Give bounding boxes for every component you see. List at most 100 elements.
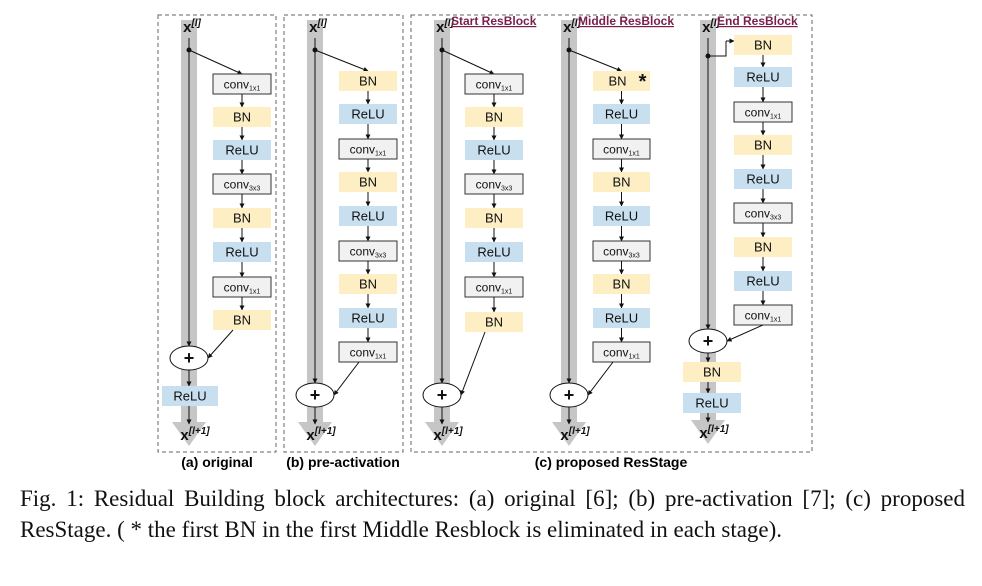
kernel-size: 3x3 bbox=[770, 215, 781, 222]
x-symbol: x bbox=[433, 427, 442, 444]
branch-arrow bbox=[568, 49, 622, 72]
kernel-size: 1x1 bbox=[249, 86, 260, 93]
merge-arrow bbox=[460, 331, 486, 396]
layer-1-box bbox=[339, 71, 397, 91]
highway-arrowhead bbox=[691, 420, 725, 444]
branch-arrow bbox=[441, 49, 495, 75]
layer-2-label: BN bbox=[485, 110, 503, 125]
plus-icon: + bbox=[310, 385, 321, 405]
plus-icon: + bbox=[564, 385, 575, 405]
x-superscript: [l] bbox=[190, 18, 201, 29]
frame-resstage bbox=[410, 14, 813, 453]
layer-7-label: BN bbox=[359, 277, 377, 292]
frame-original bbox=[157, 14, 277, 453]
x-superscript: [l] bbox=[316, 18, 327, 29]
layer-8-label: ReLU bbox=[746, 274, 779, 289]
layer-9-box bbox=[338, 341, 398, 363]
x-symbol: x bbox=[309, 19, 318, 36]
input-x-label: x[l] bbox=[436, 18, 454, 36]
layer-1-label: BN bbox=[754, 38, 772, 53]
figure-caption: Fig. 1: Residual Building block architec… bbox=[20, 486, 965, 542]
x-symbol: x bbox=[560, 427, 569, 444]
layer-6-label: ReLU bbox=[477, 245, 510, 260]
branch-arrow bbox=[314, 49, 369, 72]
layer-2-box bbox=[465, 107, 523, 127]
layer-7-label: BN bbox=[754, 240, 772, 255]
layer-4-box bbox=[734, 135, 792, 155]
kernel-size: 3x3 bbox=[501, 186, 512, 193]
layer-1-label: BN bbox=[359, 74, 377, 89]
layer-8-box bbox=[734, 271, 792, 291]
layer-2-label: ReLU bbox=[351, 107, 384, 122]
layer-5-label: ReLU bbox=[605, 209, 638, 224]
x-superscript: [l+1] bbox=[314, 426, 337, 437]
layer-8-box bbox=[593, 308, 650, 328]
layer-8-label: ReLU bbox=[351, 311, 384, 326]
layer-2-box bbox=[734, 67, 792, 87]
plus-icon: + bbox=[184, 348, 195, 368]
layer-4-label: BN bbox=[754, 138, 772, 153]
post-add-1-label: ReLU bbox=[173, 389, 206, 404]
post-add-2-label: ReLU bbox=[695, 396, 728, 411]
highway-arrowhead bbox=[298, 422, 332, 446]
post-add-1-box bbox=[683, 362, 741, 382]
post-add-2-box bbox=[683, 393, 741, 413]
layer-4-label: BN bbox=[612, 175, 630, 190]
layer-2-box bbox=[339, 104, 397, 124]
layer-1-box bbox=[734, 35, 792, 55]
x-superscript: [l+1] bbox=[707, 424, 730, 435]
kernel-size: 3x3 bbox=[249, 186, 260, 193]
post-add-1-label: BN bbox=[703, 365, 721, 380]
layer-8-box bbox=[213, 310, 271, 330]
column-end-resblock: x[l]x[l+1]End ResBlockBNReLUconv1x1BNReL… bbox=[683, 14, 798, 444]
kernel-size: 3x3 bbox=[629, 253, 640, 260]
layer-3-box bbox=[213, 140, 271, 160]
layer-5-box bbox=[593, 206, 650, 226]
layer-2-label: ReLU bbox=[746, 70, 779, 85]
header-end-resblock: End ResBlock bbox=[717, 14, 798, 28]
layer-5-box bbox=[213, 208, 271, 228]
layer-3-label: ReLU bbox=[477, 143, 510, 158]
layer-7-box bbox=[734, 237, 792, 257]
x-symbol: x bbox=[306, 427, 315, 444]
kernel-size: 1x1 bbox=[770, 114, 781, 121]
output-x-label: x[l+1] bbox=[306, 426, 336, 444]
branch-arrow bbox=[188, 49, 243, 75]
asterisk-mark: * bbox=[639, 71, 647, 93]
kernel-size: 1x1 bbox=[375, 354, 386, 361]
caption-resstage: (c) proposed ResStage bbox=[535, 454, 688, 470]
layer-5-label: ReLU bbox=[351, 209, 384, 224]
caption-pre-activation: (b) pre-activation bbox=[286, 454, 400, 470]
layer-5-label: ReLU bbox=[746, 172, 779, 187]
highway-arrowhead bbox=[425, 422, 459, 446]
x-symbol: x bbox=[436, 19, 445, 36]
x-symbol: x bbox=[699, 425, 708, 442]
kernel-size: 1x1 bbox=[770, 317, 781, 324]
x-superscript: [l+1] bbox=[441, 426, 464, 437]
output-x-label: x[l+1] bbox=[560, 426, 590, 444]
layer-2-box bbox=[593, 104, 650, 124]
layer-3-label: ReLU bbox=[225, 143, 258, 158]
layer-1-box bbox=[593, 71, 650, 91]
kernel-size: 1x1 bbox=[249, 289, 260, 296]
layer-5-label: BN bbox=[233, 211, 251, 226]
output-x-label: x[l+1] bbox=[433, 426, 463, 444]
header-middle-resblock: Middle ResBlock bbox=[578, 14, 674, 28]
layer-7-box bbox=[593, 274, 650, 294]
output-x-label: x[l+1] bbox=[699, 424, 729, 442]
layer-8-label: ReLU bbox=[605, 311, 638, 326]
layer-3-box bbox=[465, 140, 523, 160]
column-middle-resblock: x[l]x[l+1]Middle ResBlockBN*ReLUconv1x1B… bbox=[549, 14, 674, 446]
layer-2-box bbox=[213, 107, 271, 127]
layer-5-box bbox=[734, 169, 792, 189]
kernel-size: 1x1 bbox=[501, 289, 512, 296]
x-symbol: x bbox=[563, 19, 572, 36]
post-add-1-box bbox=[162, 386, 218, 406]
merge-arrow bbox=[726, 324, 764, 342]
kernel-size: 3x3 bbox=[375, 253, 386, 260]
merge-arrow bbox=[587, 361, 614, 396]
x-superscript: [l+1] bbox=[568, 426, 591, 437]
kernel-size: 1x1 bbox=[629, 151, 640, 158]
layer-9-box bbox=[592, 341, 651, 363]
input-x-label: x[l] bbox=[702, 18, 720, 36]
